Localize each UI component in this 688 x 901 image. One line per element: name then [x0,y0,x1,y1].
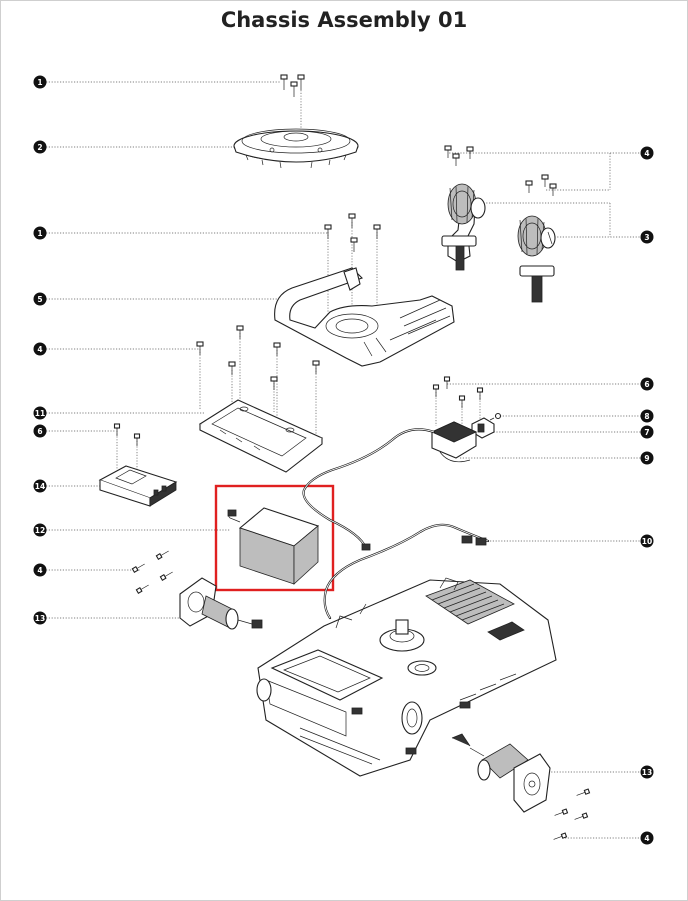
callout-label: 3 [644,233,649,242]
callout-label: 2 [37,143,42,152]
part-12-battery-pack [227,507,320,585]
callout-badge: 11 [33,406,47,420]
callout-label: 8 [644,412,649,421]
part-4-screws-right-motor [553,788,591,840]
callout-label: 13 [642,768,652,777]
part-2-turntable [233,128,359,169]
callout-badge: 3 [640,230,654,244]
callout-label: 4 [37,566,42,575]
part-6-screws-right [432,376,484,408]
callout-badge: 4 [640,831,654,845]
callout-badge: 13 [33,611,47,625]
part-1-screws-top [280,74,305,97]
part-4-screws-right-top [444,145,557,196]
callout-label: 7 [644,428,649,437]
main-chassis-body [256,577,557,777]
part-3-caster-wheel-b [517,215,556,303]
callout-label: 9 [644,454,649,463]
callout-badge: 4 [33,342,47,356]
callout-badge: 6 [640,377,654,391]
part-13-drive-motor-right [451,733,551,813]
callout-label: 10 [642,537,652,546]
callout-label: 6 [37,427,42,436]
callout-label: 14 [35,482,45,491]
callout-label: 4 [644,149,649,158]
highlight-box [214,484,335,592]
callout-badge: 4 [33,563,47,577]
callout-label: 6 [644,380,649,389]
callout-badge: 1 [33,226,47,240]
part-1-screws-mid [324,213,381,252]
part-14-clip-bracket [98,465,178,507]
leader-lines [46,81,641,839]
callout-label: 12 [35,526,45,535]
callout-badge: 13 [640,765,654,779]
callout-label: 4 [37,345,42,354]
callout-label: 5 [37,295,42,304]
page-title: Chassis Assembly 01 [220,8,468,32]
callout-badge: 8 [640,409,654,423]
callout-badge: 4 [640,146,654,160]
part-6-screws-left [113,423,141,446]
part-4-screws-left-motor [131,550,173,594]
part-13-drive-motor-left [179,577,263,630]
callout-badge: 10 [640,534,654,548]
callout-badge: 6 [33,424,47,438]
part-3-caster-wheel-a [441,183,486,271]
callout-label: 11 [35,409,45,418]
callout-badges: 1 2 1 5 4 11 6 14 12 4 13 4 3 6 8 7 9 10… [33,75,654,845]
callout-label: 13 [35,614,45,623]
callout-badge: 1 [33,75,47,89]
callout-badge: 14 [33,479,47,493]
callout-label: 4 [644,834,649,843]
callout-badge: 2 [33,140,47,154]
callout-badge: 7 [640,425,654,439]
callout-badge: 5 [33,292,47,306]
callout-badge: 12 [33,523,47,537]
callout-label: 1 [37,78,42,87]
wiring-harnesses [302,428,490,620]
part-8-small-screw [489,412,502,421]
callout-badge: 9 [640,451,654,465]
part-9-control-module [431,421,477,463]
part-4-screws-upper [196,325,320,390]
part-11-gasket-frame [198,399,324,473]
part-5-front-bracket [274,267,455,367]
callout-label: 1 [37,229,42,238]
